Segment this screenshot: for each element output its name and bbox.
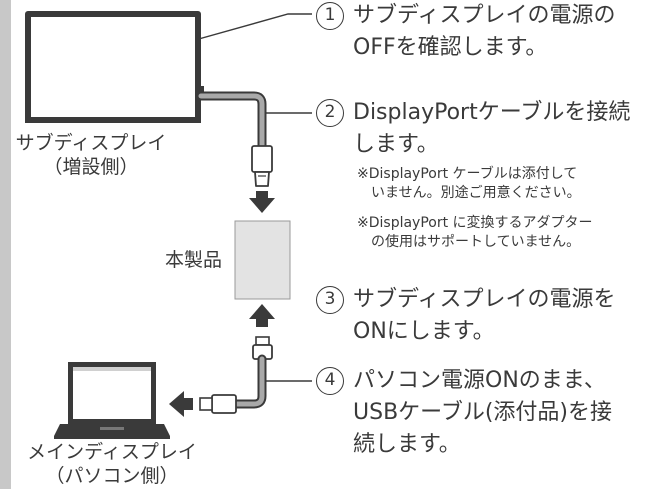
- device-box-icon: [234, 220, 291, 300]
- step-2-line-2: します。: [353, 132, 439, 157]
- left-side-band: [0, 0, 11, 489]
- product-label: 本製品: [165, 249, 223, 271]
- note-1: ※DisplayPort ケーブルは添付して いません。別途ご用意ください。: [357, 165, 581, 203]
- step-3-line-1: サブディスプレイの電源を: [353, 287, 616, 312]
- main-display-side: （パソコン側）: [45, 465, 179, 487]
- step-4-text: パソコン電源ONのまま、 USBケーブル(添付品)を接 続します。: [353, 365, 612, 461]
- note-2: ※DisplayPort に変換するアダプター の使用はサポートしていません。: [357, 214, 593, 252]
- step-3-text: サブディスプレイの電源を ONにします。: [353, 284, 615, 348]
- step-4-line-1: パソコン電源ONのまま、: [353, 368, 606, 393]
- step-4-line-3: 続します。: [353, 432, 461, 457]
- sub-display-label: サブディスプレイ （増設側）: [7, 131, 175, 179]
- arrow-left-icon: [169, 391, 193, 417]
- step-number-4: 4: [316, 367, 344, 395]
- usb-laptop-connector-icon: [199, 394, 237, 414]
- monitor-icon: [25, 11, 204, 123]
- displayport-cable: [196, 91, 267, 153]
- sub-display-side: （増設側）: [43, 156, 139, 178]
- step-4-line-2: USBケーブル(添付品)を接: [353, 400, 613, 425]
- arrow-down-icon: [249, 191, 275, 213]
- step-1-line-1: サブディスプレイの電源の: [353, 3, 616, 28]
- leader-line-step-1: [187, 13, 312, 43]
- arrow-up-icon: [249, 304, 275, 327]
- leader-lines: [187, 13, 312, 382]
- step-number-1: 1: [316, 2, 344, 30]
- laptop-icon: [54, 362, 170, 439]
- step-3-line-2: ONにします。: [353, 319, 495, 344]
- step-1-line-2: OFFを確認します。: [353, 35, 548, 60]
- note-1-line-2: いません。別途ご用意ください。: [371, 185, 581, 201]
- step-2-text: DisplayPortケーブルを接続 します。: [353, 97, 630, 161]
- step-number-3: 3: [316, 286, 344, 314]
- step-1-text: サブディスプレイの電源の OFFを確認します。: [353, 0, 615, 64]
- step-2-line-1: DisplayPortケーブルを接続: [353, 100, 631, 125]
- sub-display-name: サブディスプレイ: [15, 132, 167, 154]
- note-2-line-1: ※DisplayPort に変換するアダプター: [357, 215, 593, 231]
- main-display-name: メインディスプレイ: [27, 441, 197, 463]
- main-display-label: メインディスプレイ （パソコン側）: [12, 440, 212, 488]
- usb-cable: [232, 354, 267, 409]
- note-1-line-1: ※DisplayPort ケーブルは添付して: [357, 166, 578, 182]
- note-2-line-2: の使用はサポートしていません。: [371, 234, 581, 250]
- displayport-connector-icon: [251, 145, 273, 187]
- step-number-2: 2: [316, 99, 344, 127]
